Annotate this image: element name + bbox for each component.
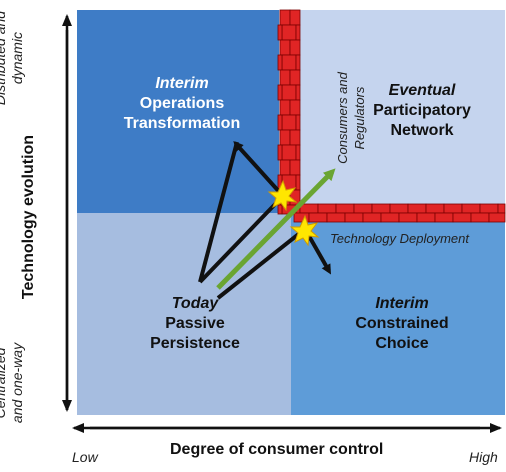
vertical-brick-wall bbox=[277, 9, 301, 215]
y-bottom-note-line1: Centralized bbox=[0, 347, 8, 419]
brick bbox=[380, 212, 400, 223]
brick bbox=[281, 144, 297, 161]
brick bbox=[289, 9, 301, 26]
brick bbox=[281, 54, 297, 71]
brick bbox=[317, 203, 337, 214]
brick bbox=[295, 54, 301, 71]
brick bbox=[407, 203, 427, 214]
y-top-note-line1: Distributed and bbox=[0, 10, 8, 106]
label-line2: Choice bbox=[375, 335, 429, 352]
y-bottom-note-line2: and one-way bbox=[9, 342, 25, 424]
y-axis-top-note: Distributed and dynamic bbox=[0, 3, 28, 113]
brick bbox=[452, 212, 472, 223]
brick bbox=[279, 159, 291, 176]
brick bbox=[488, 212, 506, 223]
arrow-to-constrained bbox=[216, 227, 307, 300]
brick bbox=[353, 203, 373, 214]
brick bbox=[434, 212, 454, 223]
label-line2: Persistence bbox=[150, 335, 240, 352]
brick bbox=[295, 24, 301, 41]
brick bbox=[277, 24, 283, 41]
quadrant-bottom-right bbox=[291, 213, 505, 415]
brick bbox=[289, 39, 301, 56]
brick bbox=[277, 84, 283, 101]
brick bbox=[277, 144, 283, 161]
wall-label-line2: Regulators bbox=[352, 86, 367, 150]
brick bbox=[308, 212, 328, 223]
label-line2: Transformation bbox=[123, 115, 241, 132]
y-axis-bottom-note: Centralized and one-way bbox=[0, 328, 28, 438]
brick bbox=[389, 203, 409, 214]
brick bbox=[279, 129, 291, 146]
brick bbox=[362, 212, 382, 223]
green-arrow bbox=[216, 168, 336, 290]
brick bbox=[443, 203, 463, 214]
brick bbox=[281, 114, 297, 131]
brick bbox=[425, 203, 445, 214]
label-line1: Passive bbox=[165, 315, 225, 332]
vertical-wall-label: Consumers and Regulators bbox=[334, 43, 370, 193]
horizontal-brick-wall bbox=[293, 203, 506, 223]
brick bbox=[277, 204, 283, 215]
label-line1: Participatory bbox=[373, 102, 471, 119]
brick bbox=[326, 212, 346, 223]
label-line2: Network bbox=[390, 122, 454, 139]
brick bbox=[281, 24, 297, 41]
brick bbox=[279, 9, 291, 26]
label-line1: Operations bbox=[139, 95, 225, 112]
brick bbox=[281, 84, 297, 101]
brick bbox=[295, 174, 301, 191]
arrow-to-operations bbox=[198, 141, 239, 283]
label-qualifier: Interim bbox=[375, 295, 429, 312]
y-axis-title: Technology evolution bbox=[20, 134, 37, 300]
quadrant-top-left bbox=[77, 10, 279, 213]
brick bbox=[277, 54, 283, 71]
brick bbox=[279, 99, 291, 116]
wall-label-line1: Consumers and bbox=[335, 72, 350, 164]
x-axis-high-label: High bbox=[469, 449, 498, 465]
brick bbox=[470, 212, 490, 223]
brick bbox=[289, 159, 301, 176]
y-top-note-line2: dynamic bbox=[9, 31, 25, 85]
label-qualifier: Eventual bbox=[388, 82, 456, 99]
label-qualifier: Interim bbox=[155, 75, 209, 92]
brick bbox=[416, 212, 436, 223]
brick bbox=[295, 144, 301, 161]
brick bbox=[295, 114, 301, 131]
brick bbox=[371, 203, 391, 214]
brick bbox=[344, 212, 364, 223]
burst-lower bbox=[289, 214, 320, 247]
brick bbox=[398, 212, 418, 223]
brick bbox=[335, 203, 355, 214]
brick bbox=[279, 39, 291, 56]
label-constrained-choice: Interim Constrained Choice bbox=[337, 294, 467, 354]
label-operations-transformation: Interim Operations Transformation bbox=[112, 74, 252, 134]
label-passive-persistence: Today Passive Persistence bbox=[130, 294, 260, 354]
quadrant-top-right bbox=[279, 10, 505, 213]
x-axis-low-label: Low bbox=[72, 449, 98, 465]
brick bbox=[289, 69, 301, 86]
brick bbox=[295, 84, 301, 101]
brick bbox=[497, 203, 506, 214]
label-line1: Constrained bbox=[355, 315, 449, 332]
brick bbox=[277, 114, 283, 131]
brick bbox=[289, 129, 301, 146]
brick bbox=[461, 203, 481, 214]
brick bbox=[479, 203, 499, 214]
burst-upper bbox=[267, 179, 298, 212]
x-axis-title: Degree of consumer control bbox=[170, 441, 384, 458]
brick bbox=[289, 99, 301, 116]
label-participatory-network: Eventual Participatory Network bbox=[357, 81, 487, 141]
horizontal-wall-label: Technology Deployment bbox=[330, 231, 469, 246]
label-qualifier: Today bbox=[171, 295, 219, 312]
brick bbox=[279, 69, 291, 86]
